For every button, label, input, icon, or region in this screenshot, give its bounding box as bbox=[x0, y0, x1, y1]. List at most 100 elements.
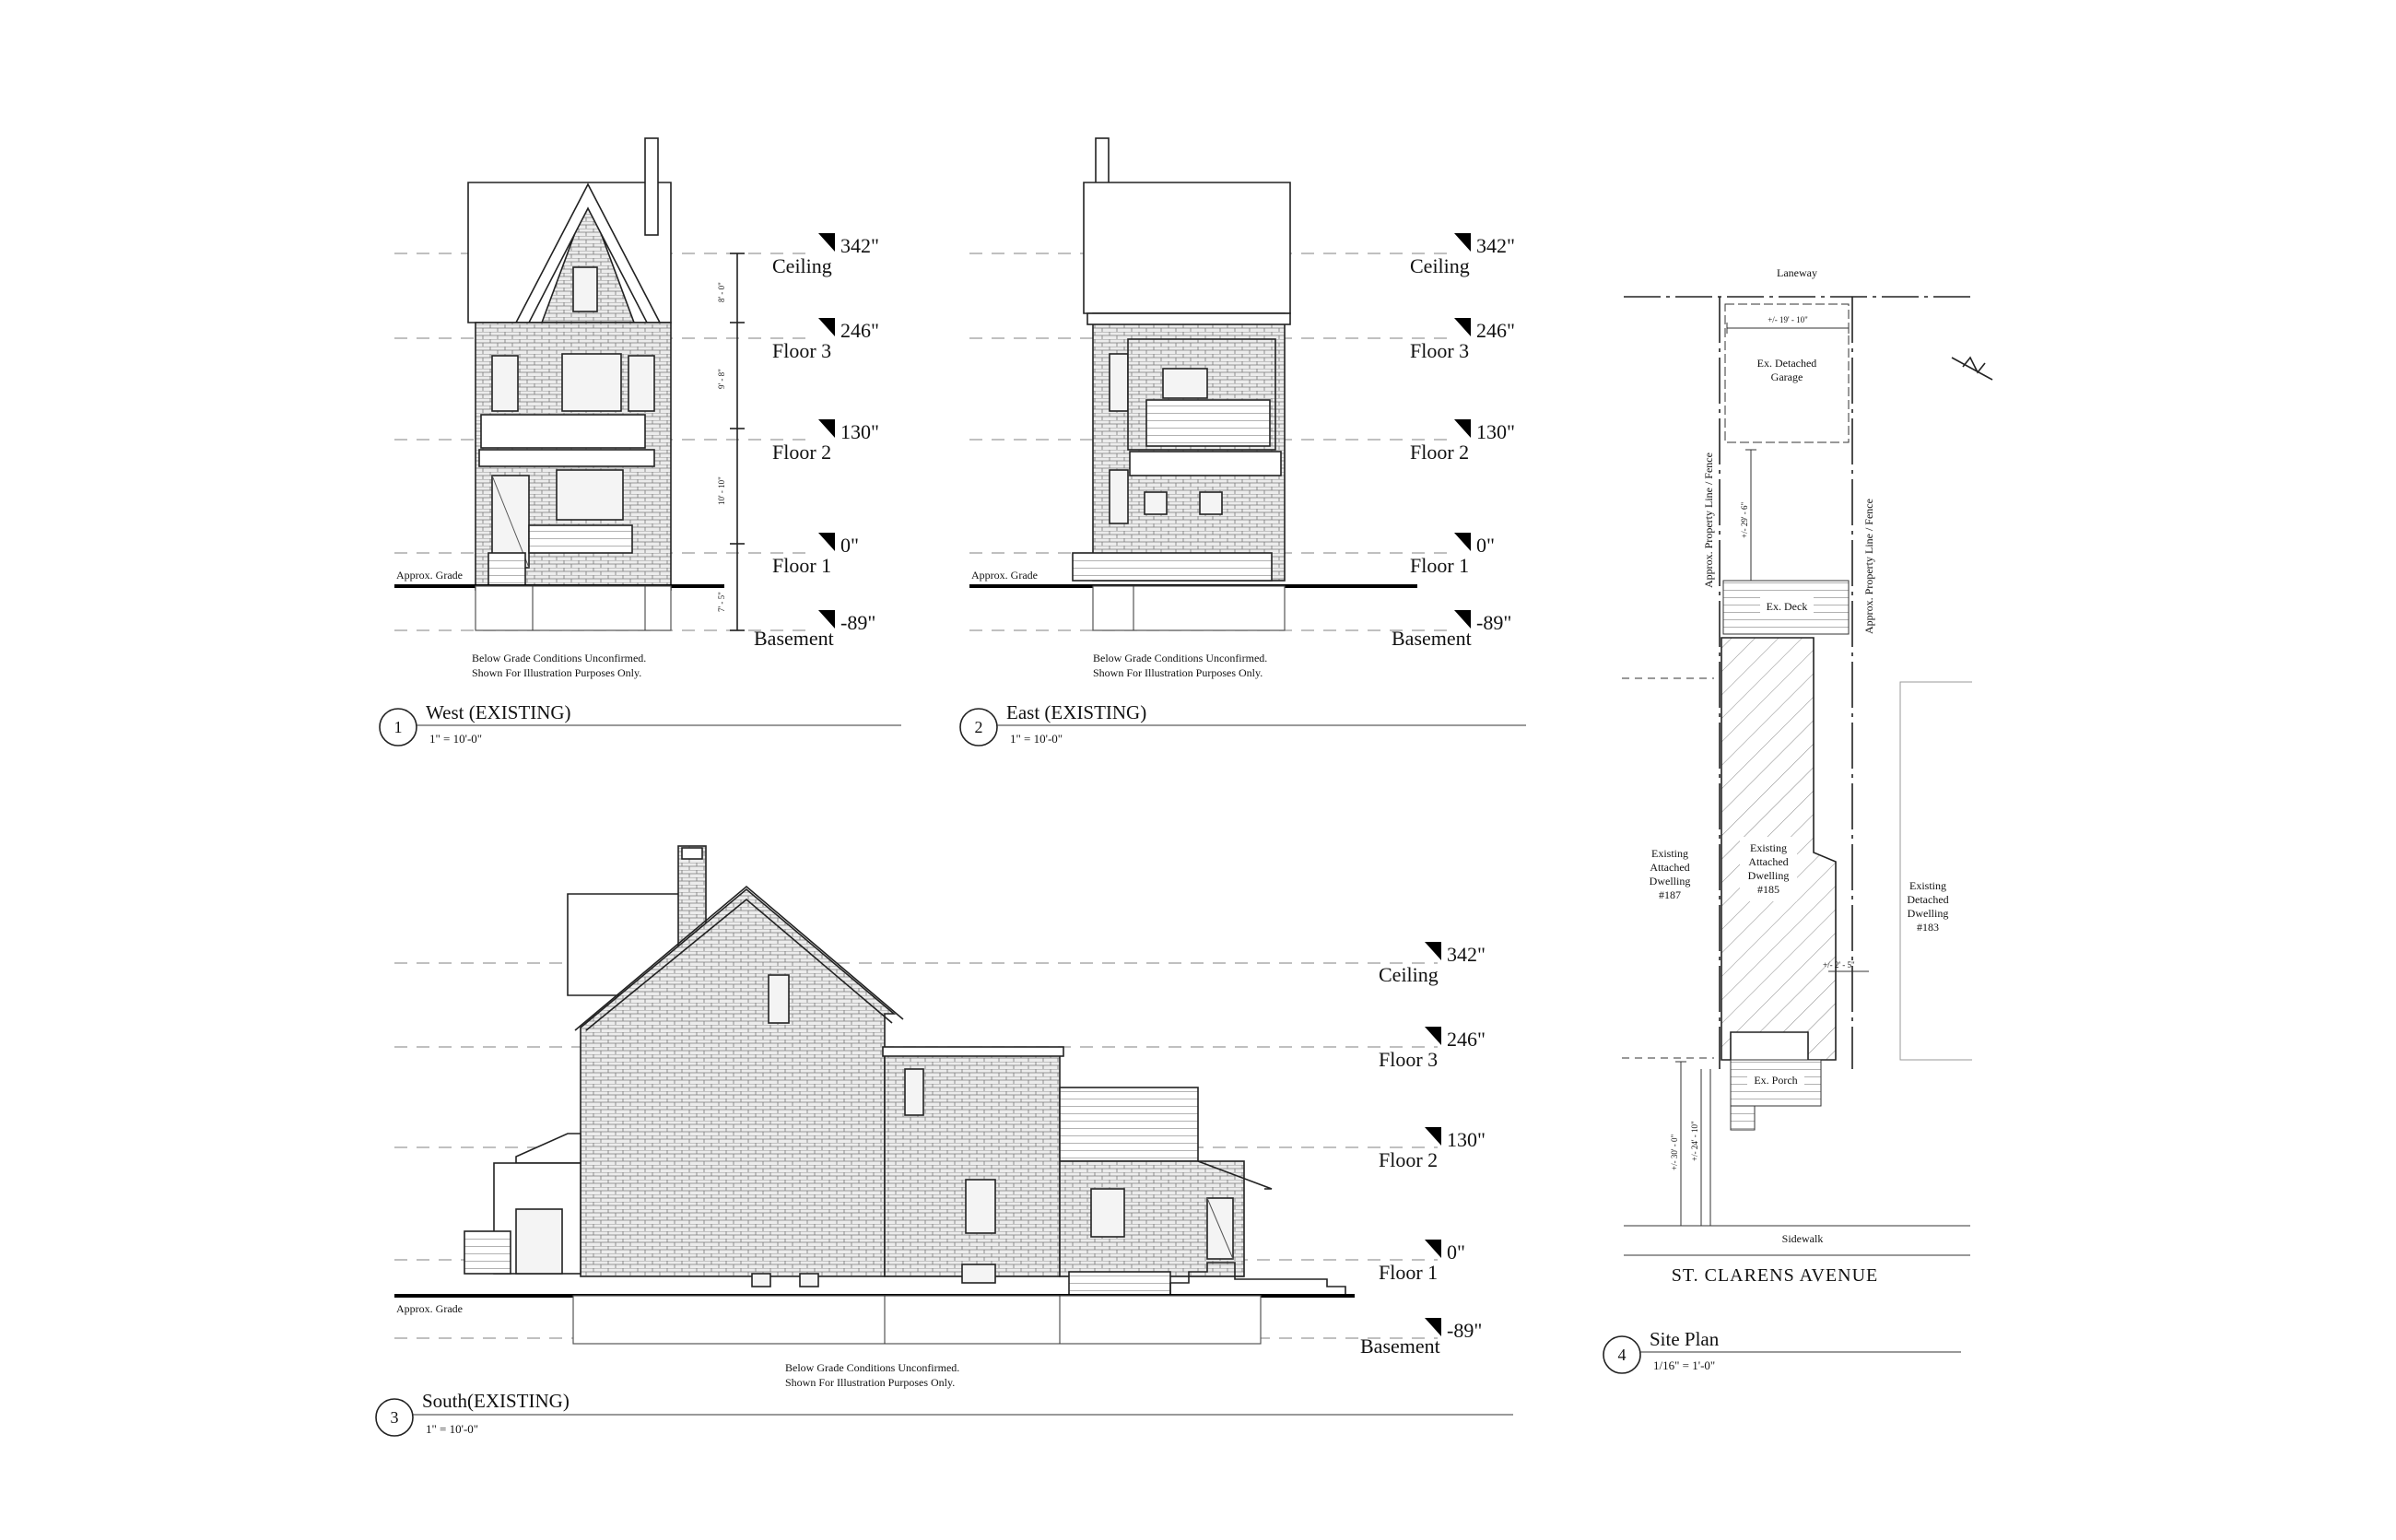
basement-window bbox=[751, 1273, 771, 1287]
level-marker-icon bbox=[818, 318, 835, 336]
porch-roof bbox=[478, 449, 655, 467]
elevation-basement: -89" bbox=[840, 611, 875, 634]
level-marker-icon bbox=[1425, 1027, 1441, 1045]
view-title: 2 East (EXISTING) 1" = 10'-0" bbox=[959, 701, 1526, 746]
level-marker-icon bbox=[818, 233, 835, 252]
chimney-cap bbox=[681, 847, 703, 860]
level-floor1-label: Floor 1 bbox=[1410, 554, 1469, 577]
elevation-floor3: 246" bbox=[1476, 319, 1515, 342]
view-title-text: South(EXISTING) bbox=[422, 1390, 570, 1412]
dwelling-183-label: Existing bbox=[1909, 879, 1946, 892]
west-elevation: Approx. Grade 8' - 0" 9' - 8" 10' - 10" … bbox=[379, 137, 901, 746]
level-floor3-label: Floor 3 bbox=[1379, 1048, 1438, 1071]
property-line-label: Approx. Property Line / Fence bbox=[1702, 453, 1715, 588]
dim-text: 10' - 10" bbox=[717, 476, 726, 505]
elevation-floor3: 246" bbox=[1447, 1028, 1486, 1051]
main-wall bbox=[580, 888, 897, 1277]
view-title-text: West (EXISTING) bbox=[426, 701, 571, 723]
side-yard-dim: +/- 2' - 5" bbox=[1823, 960, 1855, 970]
view-title: 3 South(EXISTING) 1" = 10'-0" bbox=[375, 1390, 1513, 1437]
view-number-bubble bbox=[959, 708, 998, 746]
view-number: 4 bbox=[1618, 1346, 1627, 1364]
level-ceiling-label: Ceiling bbox=[1379, 963, 1439, 986]
level-floor2-label: Floor 2 bbox=[772, 441, 831, 464]
level-marker-icon bbox=[818, 610, 835, 629]
dwelling-183-label: Detached bbox=[1907, 893, 1948, 906]
below-grade-note: Shown For Illustration Purposes Only. bbox=[1093, 666, 1263, 679]
window bbox=[1199, 491, 1223, 515]
dwelling-187-label: Attached bbox=[1650, 861, 1689, 874]
canopy bbox=[1129, 451, 1282, 476]
level-marker-icon bbox=[1425, 1240, 1441, 1258]
view-number: 3 bbox=[391, 1408, 399, 1427]
level-floor2-label: Floor 2 bbox=[1379, 1148, 1438, 1171]
elevation-floor2: 130" bbox=[1447, 1128, 1486, 1151]
deck bbox=[1072, 552, 1273, 582]
view-scale: 1" = 10'-0" bbox=[426, 1422, 478, 1436]
level-marker-icon bbox=[1454, 318, 1471, 336]
door bbox=[515, 1208, 563, 1275]
view-number: 2 bbox=[975, 718, 983, 736]
dwelling-185-label: #185 bbox=[1757, 883, 1779, 896]
dim-text: 7' - 5" bbox=[717, 592, 726, 612]
garage bbox=[1724, 303, 1850, 443]
window bbox=[1090, 1188, 1125, 1238]
elevation-floor1: 0" bbox=[1447, 1240, 1465, 1264]
level-marker-icon bbox=[1425, 942, 1441, 960]
foundation bbox=[475, 585, 672, 631]
view-title-text: Site Plan bbox=[1650, 1328, 1720, 1350]
porch-label: Ex. Porch bbox=[1754, 1074, 1797, 1087]
elevation-ceiling: 342" bbox=[840, 234, 879, 257]
view-scale: 1/16" = 1'-0" bbox=[1653, 1358, 1715, 1372]
dwelling-187-label: Existing bbox=[1651, 847, 1688, 860]
view-title-text: East (EXISTING) bbox=[1006, 701, 1146, 723]
window bbox=[1109, 469, 1129, 524]
foundation bbox=[1092, 585, 1286, 631]
approx-grade-label: Approx. Grade bbox=[971, 569, 1038, 582]
window bbox=[1162, 368, 1208, 399]
street-name: ST. CLARENS AVENUE bbox=[1672, 1265, 1879, 1286]
chimney bbox=[1095, 137, 1110, 185]
level-marker-icon bbox=[1454, 533, 1471, 551]
window bbox=[628, 355, 655, 412]
dim-text: 9' - 8" bbox=[717, 369, 726, 389]
elevation-floor1: 0" bbox=[840, 534, 859, 557]
level-basement-label: Basement bbox=[754, 627, 834, 650]
window bbox=[1144, 491, 1168, 515]
garage-label: Ex. Detached bbox=[1757, 357, 1817, 370]
siding-addition bbox=[1059, 1087, 1199, 1162]
level-ceiling-label: Ceiling bbox=[1410, 254, 1470, 277]
level-marker-icon bbox=[1454, 419, 1471, 438]
garage-width-dim: +/- 19' - 10" bbox=[1768, 315, 1808, 324]
window bbox=[965, 1179, 996, 1234]
level-marker-icon bbox=[1454, 610, 1471, 629]
dim-text: 8' - 0" bbox=[717, 282, 726, 302]
window bbox=[904, 1068, 924, 1116]
below-grade-note: Shown For Illustration Purposes Only. bbox=[472, 666, 641, 679]
elevation-ceiling: 342" bbox=[1447, 943, 1486, 966]
dwelling-187-label: #187 bbox=[1659, 888, 1681, 901]
window bbox=[572, 266, 598, 312]
level-floor3-label: Floor 3 bbox=[1410, 339, 1469, 362]
porch-stairs bbox=[464, 1230, 511, 1275]
balcony-rail bbox=[480, 414, 646, 449]
deck bbox=[1722, 580, 1850, 635]
chimney bbox=[644, 137, 659, 236]
basement-window bbox=[799, 1273, 819, 1287]
south-elevation: Approx. Grade 342" Ceiling 246" Floor 3 … bbox=[375, 845, 1513, 1437]
level-markers: 342" Ceiling 246" Floor 3 130" Floor 2 0… bbox=[754, 233, 879, 650]
dwelling-187-label: Dwelling bbox=[1650, 875, 1691, 888]
fascia bbox=[882, 1046, 1064, 1057]
view-title: 1 West (EXISTING) 1" = 10'-0" bbox=[379, 701, 901, 746]
level-marker-icon bbox=[1454, 233, 1471, 252]
deck-label: Ex. Deck bbox=[1767, 600, 1808, 613]
below-grade-note: Shown For Illustration Purposes Only. bbox=[785, 1376, 955, 1389]
east-elevation: Approx. Grade 342" Ceiling 246" Floor 3 … bbox=[959, 137, 1526, 746]
window bbox=[491, 355, 519, 412]
view-scale: 1" = 10'-0" bbox=[1010, 732, 1063, 746]
view-number-bubble bbox=[1603, 1335, 1641, 1374]
dwelling-183-label: #183 bbox=[1917, 921, 1939, 934]
level-basement-label: Basement bbox=[1392, 627, 1472, 650]
level-markers: 342" Ceiling 246" Floor 3 130" Floor 2 0… bbox=[1392, 233, 1515, 650]
